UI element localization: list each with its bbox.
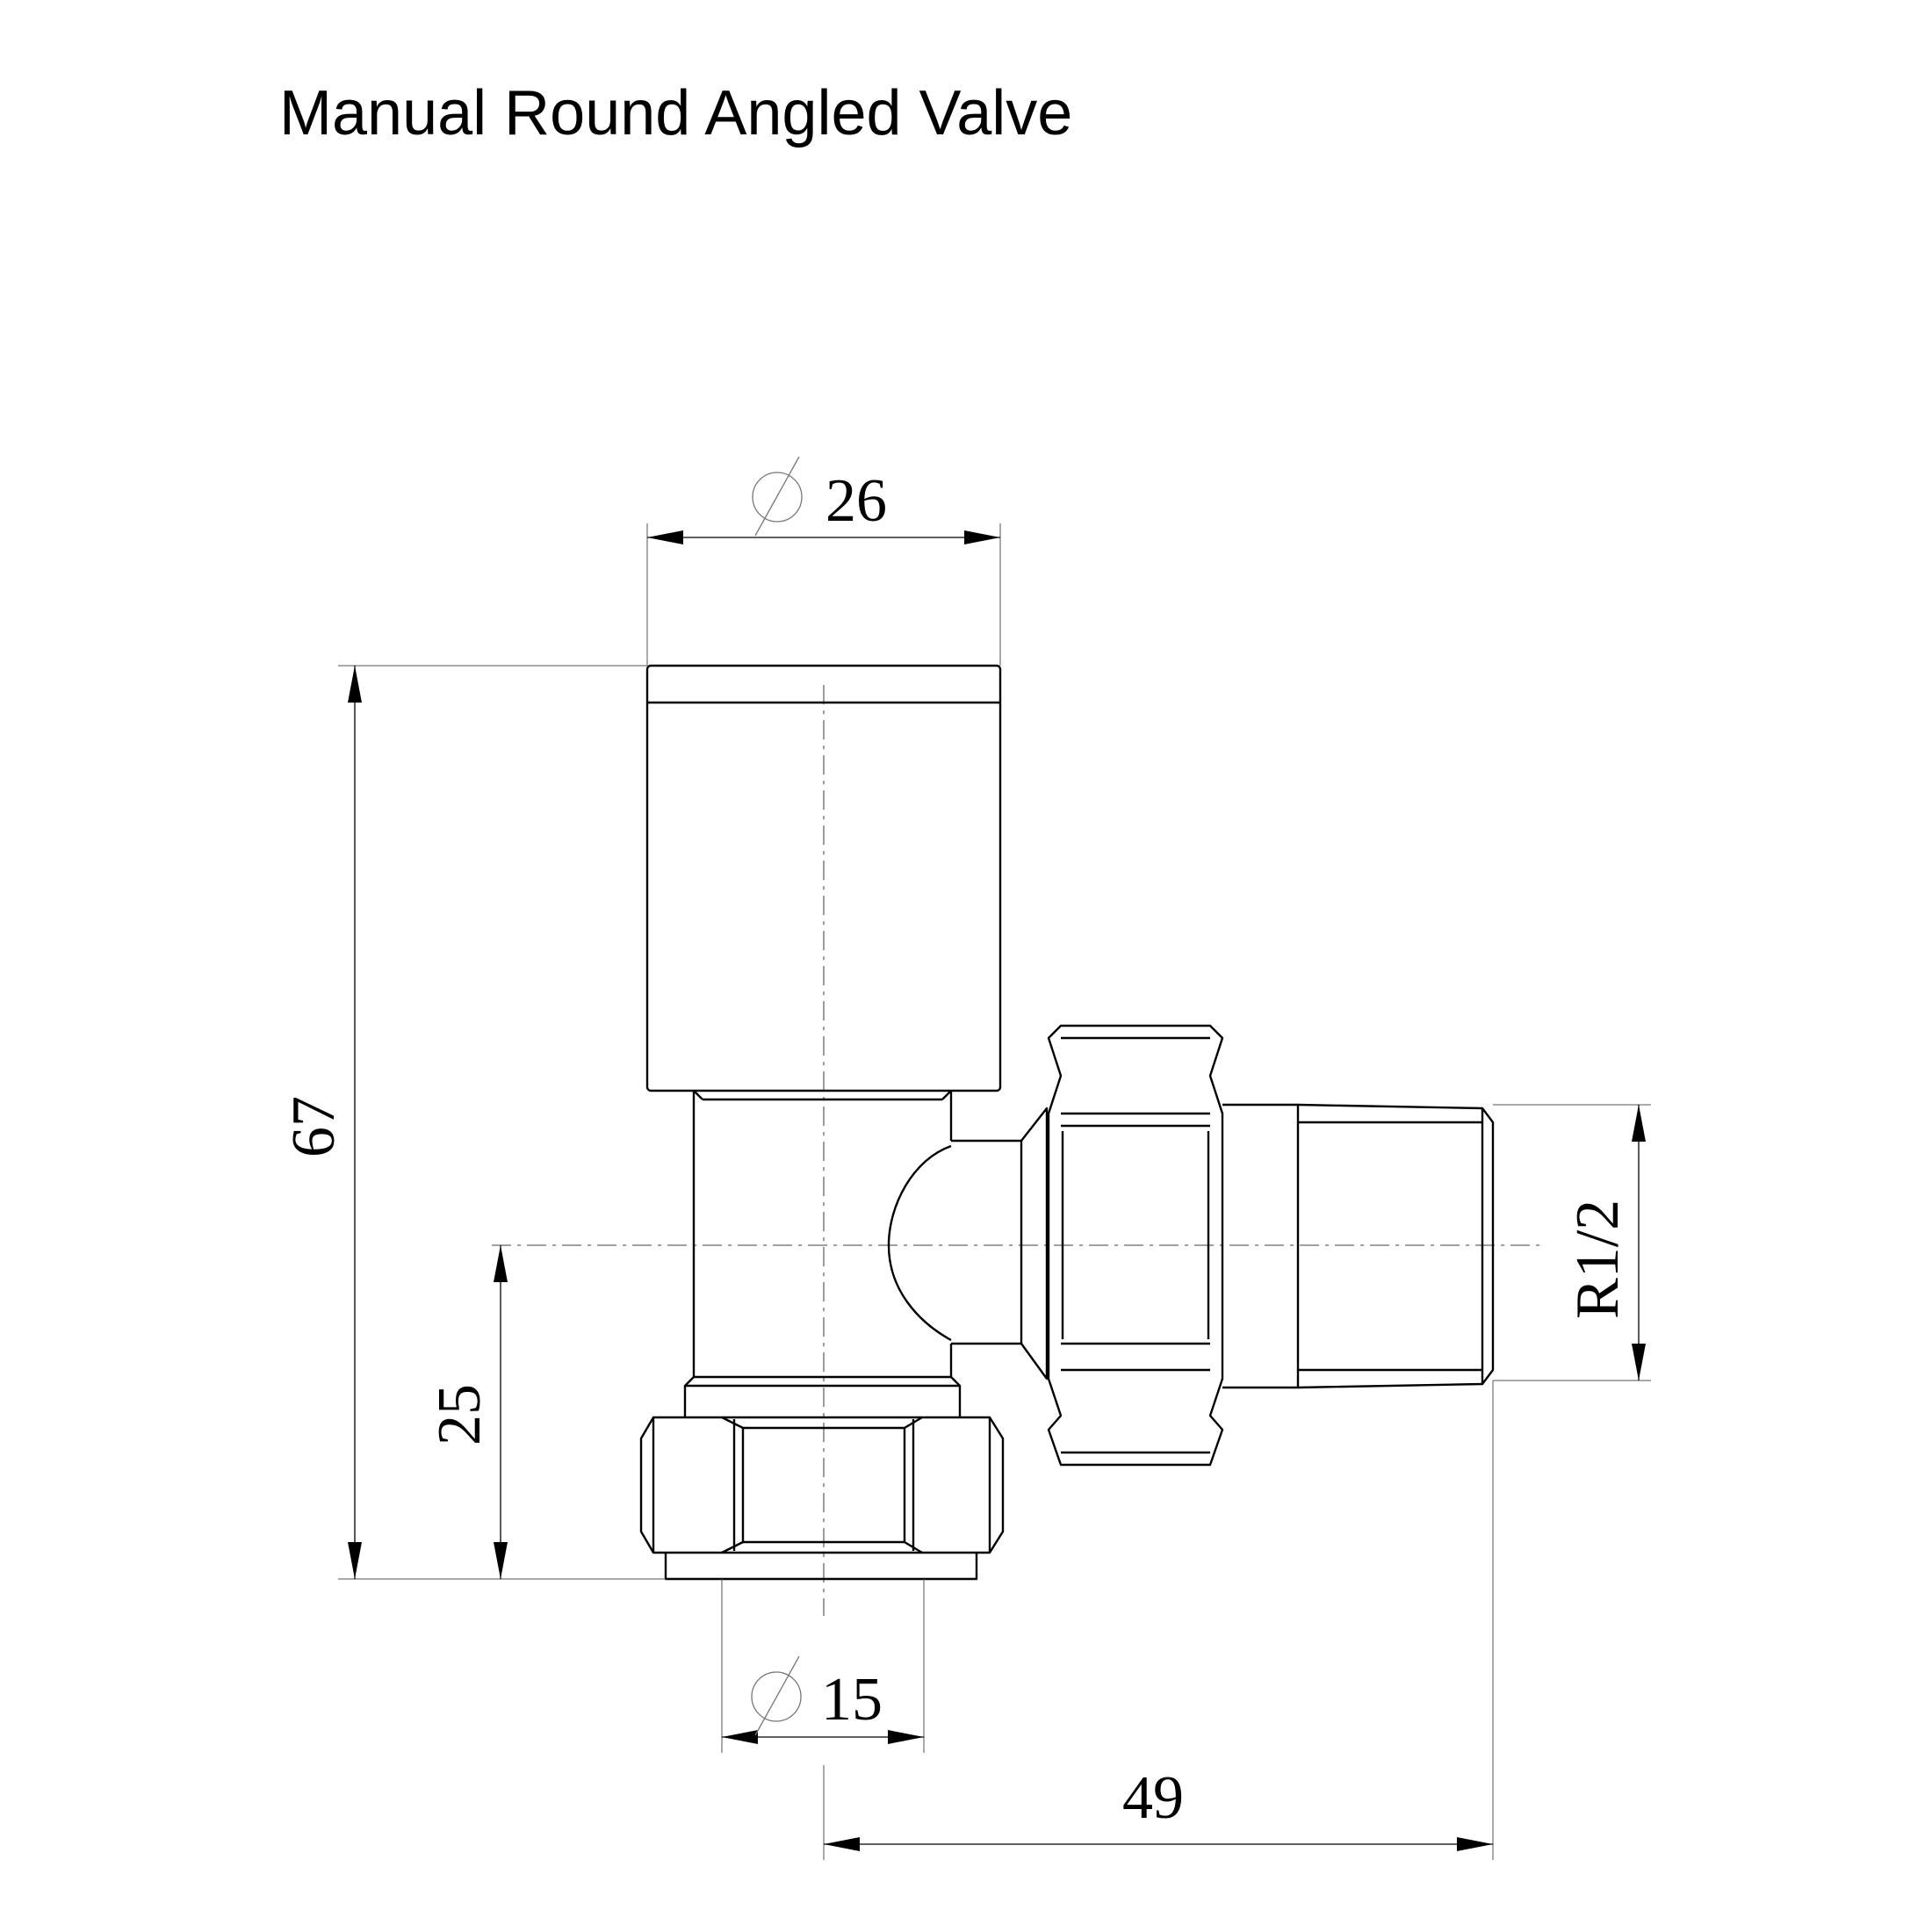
dimension-thread-size: R1/2 (1493, 1104, 1651, 1381)
head-diameter-label: 26 (825, 467, 887, 535)
overall-width-label: 49 (1122, 1764, 1184, 1832)
compression-nut (639, 1386, 1005, 1581)
dimension-head-diameter: 26 (646, 456, 1001, 666)
thread-size-label: R1/2 (1564, 1200, 1632, 1319)
valve-body (683, 1090, 962, 1388)
dimension-outlet-height: 25 (426, 1245, 508, 1579)
dimension-overall-width: 49 (823, 1381, 1494, 1860)
valve-cap (645, 664, 1002, 1092)
inlet-diameter-label: 15 (821, 1666, 883, 1734)
valve-elbow (887, 1107, 1049, 1381)
overall-height-label: 67 (280, 1096, 348, 1157)
threaded-tail (1222, 1103, 1495, 1389)
outlet-height-label: 25 (426, 1384, 494, 1445)
dimension-overall-height: 67 (280, 665, 666, 1580)
diagram-title: Manual Round Angled Valve (279, 78, 1073, 148)
dimension-inlet-diameter: 15 (721, 1579, 925, 1753)
outlet-hex-nut (1047, 1024, 1224, 1467)
